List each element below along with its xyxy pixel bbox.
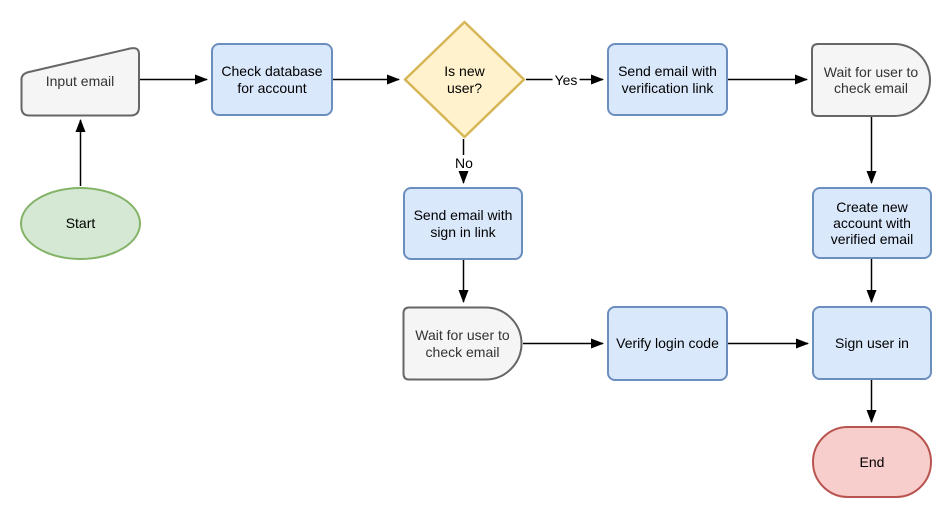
node-create-account: Create new account with verified email [812,187,932,259]
node-input-email-label: Input email [45,72,115,89]
delay-shape [811,43,931,117]
node-input-email: Input email [20,45,140,117]
node-wait-check-email-bottom-label: Wait for user to check email [415,327,510,360]
node-create-account-label: Create new account with verified email [830,198,914,248]
node-sign-user-in-label: Sign user in [835,334,909,351]
edge-label-no: No [453,155,475,171]
node-end-label: End [859,453,885,470]
node-verify-login-code: Verify login code [607,306,728,381]
edge-label-yes: Yes [552,72,580,88]
node-wait-check-email-top-label: Wait for user to check email [823,63,919,96]
node-wait-check-email-top: Wait for user to check email [811,43,931,117]
node-check-database-label: Check database for account [221,63,323,96]
delay-shape [402,306,523,381]
node-check-database: Check database for account [211,43,333,116]
node-send-signin-email: Send email with sign in link [403,187,523,260]
node-is-new-user: Is new user? [403,20,526,139]
node-end: End [812,426,932,498]
node-sign-user-in: Sign user in [812,306,932,380]
node-send-verification-email-label: Send email with verification link [618,63,717,96]
node-send-verification-email: Send email with verification link [607,43,728,116]
node-verify-login-code-label: Verify login code [616,335,719,352]
node-wait-check-email-bottom: Wait for user to check email [402,306,523,381]
node-start: Start [20,187,141,260]
manual-input-shape [20,47,140,117]
node-is-new-user-label: Is new user? [444,63,485,96]
node-send-signin-email-label: Send email with sign in link [413,207,513,240]
node-start-label: Start [65,215,96,232]
decision-diamond-shape [403,20,526,139]
